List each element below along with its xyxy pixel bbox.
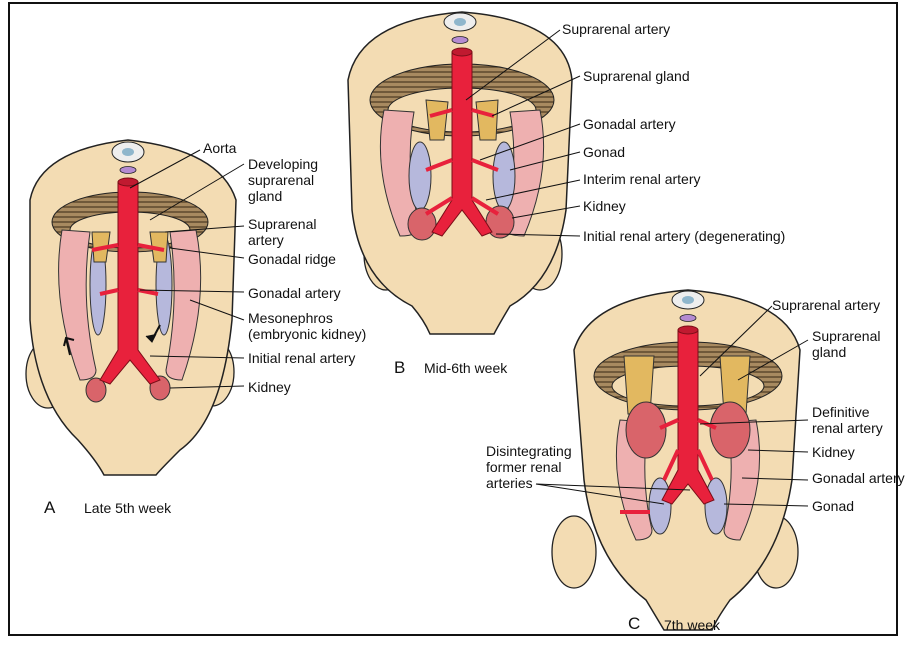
label-a-mesonephros: Mesonephros (embryonic kidney) <box>248 310 366 342</box>
panel-c-left-limb <box>552 516 596 588</box>
panel-b-drawing <box>348 12 580 334</box>
panel-c-kidney-left <box>626 402 666 458</box>
panel-c-kidney-right <box>710 402 750 458</box>
label-a-initial-renal-artery: Initial renal artery <box>248 350 355 366</box>
label-c-gonadal-artery: Gonadal artery <box>812 470 905 486</box>
label-b-gonadal-artery: Gonadal artery <box>583 116 676 132</box>
label-c-gonad: Gonad <box>812 498 854 514</box>
panel-c-gonad-right <box>705 478 727 534</box>
label-a-aorta: Aorta <box>203 140 236 156</box>
label-c-disintegrating-former-renal-arteries: Disintegrating former renal arteries <box>486 443 572 491</box>
panel-c-letter: C <box>628 614 640 634</box>
label-a-developing-suprarenal-gland: Developing suprarenal gland <box>248 156 318 204</box>
panel-b-caption: Mid-6th week <box>424 360 507 376</box>
label-b-kidney: Kidney <box>583 198 626 214</box>
panel-c-drawing <box>536 290 808 630</box>
label-a-kidney: Kidney <box>248 379 291 395</box>
label-c-definitive-renal-artery: Definitive renal artery <box>812 404 883 436</box>
panel-a-letter: A <box>44 498 55 518</box>
label-c-suprarenal-gland: Suprarenal gland <box>812 328 881 360</box>
panel-b-suprarenal-left <box>426 100 448 140</box>
label-b-interim-renal-artery: Interim renal artery <box>583 171 700 187</box>
label-c-suprarenal-artery: Suprarenal artery <box>772 297 880 313</box>
label-a-gonadal-artery: Gonadal artery <box>248 285 341 301</box>
label-a-gonadal-ridge: Gonadal ridge <box>248 251 336 267</box>
panel-b-kidney-left <box>408 208 436 240</box>
label-c-kidney: Kidney <box>812 444 855 460</box>
panel-b-gonad-left <box>409 142 431 210</box>
panel-b-gonad-right <box>493 142 515 210</box>
panel-b-notochord <box>452 37 468 44</box>
panel-c-caption: 7th week <box>664 617 720 633</box>
panel-a-drawing <box>26 140 244 475</box>
panel-a-notochord <box>120 167 136 174</box>
panel-a-caption: Late 5th week <box>84 500 171 516</box>
panel-c-notochord <box>680 315 696 322</box>
label-b-initial-renal-artery-degenerating: Initial renal artery (degenerating) <box>583 228 785 244</box>
panel-b-suprarenal-right <box>476 100 498 140</box>
panel-c-gonad-left <box>649 478 671 534</box>
label-b-gonad: Gonad <box>583 144 625 160</box>
label-a-suprarenal-artery: Suprarenal artery <box>248 216 317 248</box>
label-b-suprarenal-artery: Suprarenal artery <box>562 21 670 37</box>
panel-b-letter: B <box>394 358 405 378</box>
label-b-suprarenal-gland: Suprarenal gland <box>583 68 690 84</box>
